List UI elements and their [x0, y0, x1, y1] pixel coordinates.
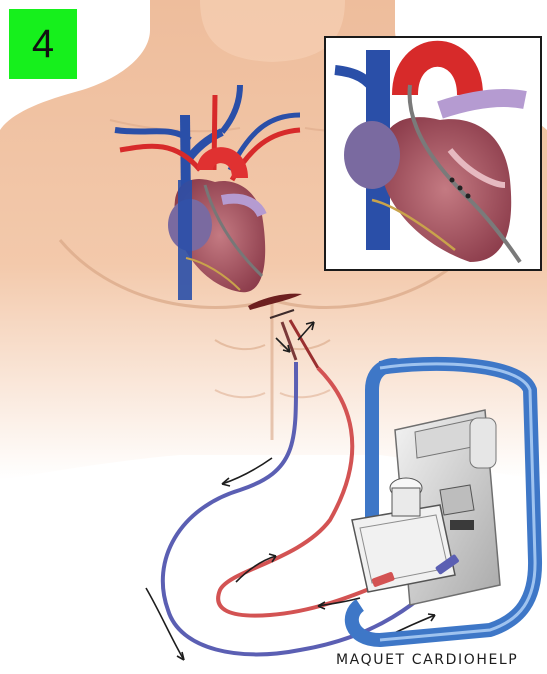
- inset-heart-illustration: [325, 37, 541, 270]
- step-number-badge: 4: [9, 9, 77, 79]
- device-label: MAQUET CARDIOHELP: [336, 652, 518, 668]
